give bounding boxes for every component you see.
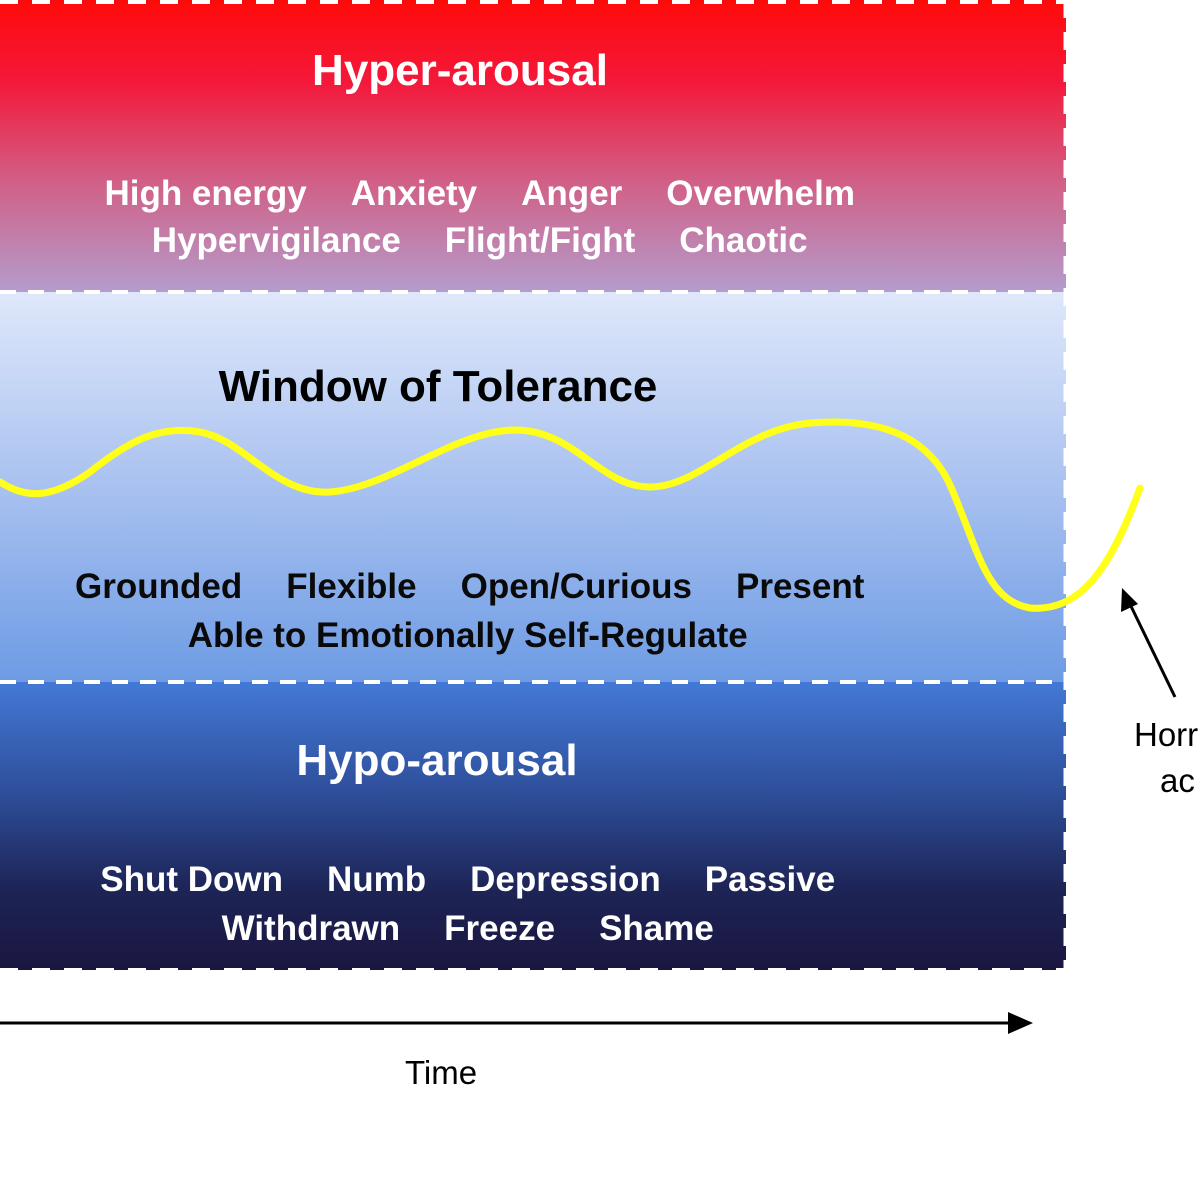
side-annotation-line-2: ac bbox=[1160, 762, 1195, 799]
window-term: Present bbox=[736, 567, 865, 606]
hypo-term: Withdrawn bbox=[221, 909, 401, 948]
hyper-term: Anger bbox=[521, 174, 623, 213]
arousal-curve bbox=[0, 418, 1144, 612]
hyper-term: Flight/Fight bbox=[444, 221, 636, 260]
hyper-arousal-terms-line-2: Hypervigilance Flight/Fight Chaotic bbox=[0, 181, 940, 261]
hyper-arousal-title: Hyper-arousal bbox=[312, 46, 608, 95]
hypo-term: Freeze bbox=[444, 909, 556, 948]
window-term: Able to Emotionally Self-Regulate bbox=[187, 616, 748, 655]
hypo-term: Shut Down bbox=[100, 860, 283, 899]
time-axis-label: Time bbox=[405, 1054, 478, 1091]
hyper-arousal-zone bbox=[0, 0, 1066, 292]
window-term: Flexible bbox=[286, 567, 417, 606]
hypo-term: Shame bbox=[599, 909, 714, 948]
window-term: Grounded bbox=[75, 567, 243, 606]
side-annotation-line-1: Horr bbox=[1134, 716, 1199, 753]
hyper-term: Anxiety bbox=[350, 174, 478, 213]
hypo-term: Numb bbox=[327, 860, 427, 899]
window-of-tolerance-title: Window of Tolerance bbox=[218, 362, 658, 411]
window-of-tolerance-zone bbox=[0, 292, 1066, 682]
hyper-term: Hypervigilance bbox=[151, 221, 401, 260]
window-terms-line-2: Able to Emotionally Self-Regulate bbox=[0, 576, 916, 656]
hypo-arousal-terms-line-1: Shut Down Numb Depression Passive bbox=[0, 820, 916, 900]
hypo-arousal-title: Hypo-arousal bbox=[296, 736, 578, 785]
window-terms-line-1: Grounded Flexible Open/Curious Present bbox=[0, 527, 920, 607]
time-axis-arrowhead bbox=[1008, 1012, 1033, 1034]
hypo-term: Passive bbox=[704, 860, 836, 899]
hypo-arousal-terms-line-2: Withdrawn Freeze Shame bbox=[0, 869, 916, 949]
hyper-term: High energy bbox=[104, 174, 307, 213]
side-annotation: Horr ac bbox=[1134, 712, 1198, 804]
hyper-arousal-terms-line-1: High energy Anxiety Anger Overwhelm bbox=[0, 134, 940, 214]
hyper-term: Overwhelm bbox=[666, 174, 855, 213]
hypo-arousal-zone bbox=[0, 682, 1066, 970]
pointer-arrowhead bbox=[1121, 588, 1138, 612]
hyper-term: Chaotic bbox=[679, 221, 808, 260]
hypo-term: Depression bbox=[470, 860, 661, 899]
pointer-arrow-line bbox=[1126, 599, 1177, 698]
window-term: Open/Curious bbox=[460, 567, 692, 606]
